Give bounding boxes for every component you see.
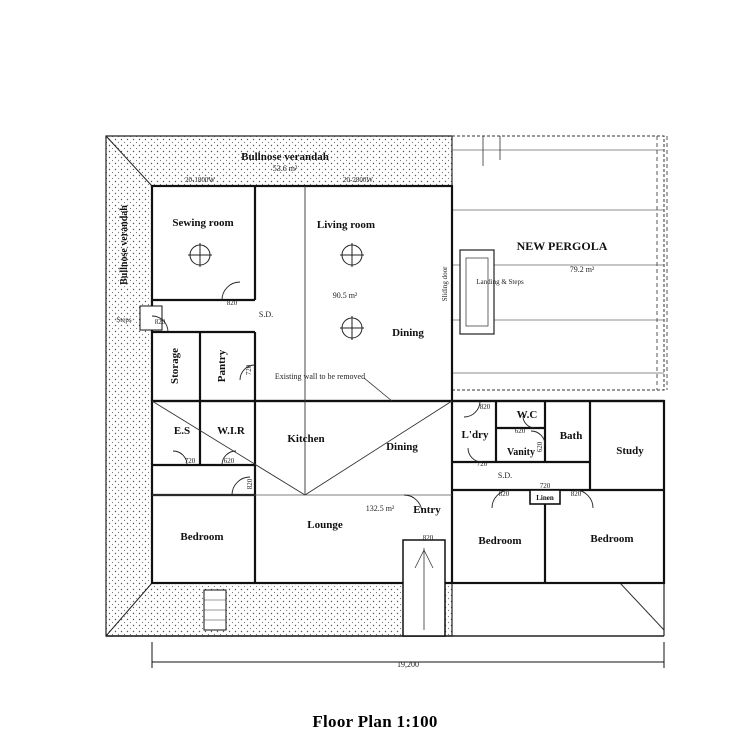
- door-sewing: 820: [227, 299, 238, 307]
- label-ldry: L'dry: [462, 429, 489, 441]
- label-lounge: Lounge: [307, 519, 343, 531]
- label-dining-upper: Dining: [392, 327, 424, 339]
- area-pergola: 79.2 m²: [570, 265, 595, 274]
- overall-dimension: [151, 642, 665, 668]
- door-wir: 620: [224, 457, 235, 465]
- ceiling-fan-icon: [340, 316, 364, 340]
- label-bath: Bath: [560, 430, 583, 442]
- label-bedroom-left: Bedroom: [180, 531, 223, 543]
- note-sd: S.D.: [259, 310, 273, 319]
- door-bedroom-mid: 820: [499, 490, 510, 498]
- door-vanity: 620: [536, 441, 544, 452]
- door-ldry-bottom: 720: [477, 460, 488, 468]
- label-storage: Storage: [169, 348, 181, 384]
- door-linen: 720: [540, 482, 551, 490]
- door-bedroom-left: 820: [246, 478, 254, 489]
- label-bullnose-left: Bullnose verandah: [119, 205, 130, 285]
- area-bullnose-top: 53.6 m²: [273, 164, 298, 173]
- note-sliding-door: Sliding door: [441, 266, 449, 301]
- area-lounge: 132.5 m²: [366, 504, 395, 513]
- dim-top-left: 20-1800W: [185, 176, 215, 184]
- door-bedroom-right: 820: [571, 490, 582, 498]
- ceiling-fan-icon: [340, 243, 364, 267]
- plan-caption: Floor Plan 1:100: [312, 712, 438, 731]
- note-sd2: S.D.: [498, 471, 512, 480]
- pergola: [451, 135, 668, 391]
- door-entry: 820: [423, 534, 434, 542]
- label-living-room: Living room: [317, 219, 375, 231]
- ceiling-fan-icon: [188, 243, 212, 267]
- area-living: 90.5 m²: [333, 291, 358, 300]
- label-bedroom-right: Bedroom: [590, 533, 633, 545]
- verandah-hatching: [105, 135, 453, 637]
- label-kitchen: Kitchen: [287, 433, 324, 445]
- note-landing-steps: Landing & Steps: [476, 278, 524, 286]
- label-dining-lower: Dining: [386, 441, 418, 453]
- door-wc: 620: [515, 427, 526, 435]
- label-bedroom-mid: Bedroom: [478, 535, 521, 547]
- label-linen: Linen: [536, 494, 554, 502]
- label-wir: W.I.R: [217, 425, 246, 437]
- door-swings: [151, 281, 594, 514]
- door-ldry-top: 820: [480, 403, 491, 411]
- label-es: E.S: [174, 425, 190, 437]
- label-pantry: Pantry: [216, 349, 228, 382]
- dim-top-right: 20-2800W: [343, 176, 373, 184]
- note-existing-wall: Existing wall to be removed: [275, 372, 365, 381]
- door-storage: 820: [155, 318, 166, 326]
- entry-steps: [402, 539, 446, 637]
- label-pergola: NEW PERGOLA: [517, 239, 608, 253]
- overall-width-label: 19,200: [397, 660, 419, 669]
- label-study: Study: [616, 445, 644, 457]
- label-sewing-room: Sewing room: [172, 217, 233, 229]
- label-vanity: Vanity: [507, 447, 535, 458]
- door-pantry: 720: [245, 364, 253, 375]
- label-bullnose-top: Bullnose verandah: [241, 151, 329, 163]
- note-steps-left: Steps: [116, 316, 131, 324]
- linen-cupboard: [529, 489, 561, 505]
- label-entry: Entry: [413, 504, 441, 516]
- door-es: 720: [185, 457, 196, 465]
- label-wc: W.C: [517, 409, 538, 421]
